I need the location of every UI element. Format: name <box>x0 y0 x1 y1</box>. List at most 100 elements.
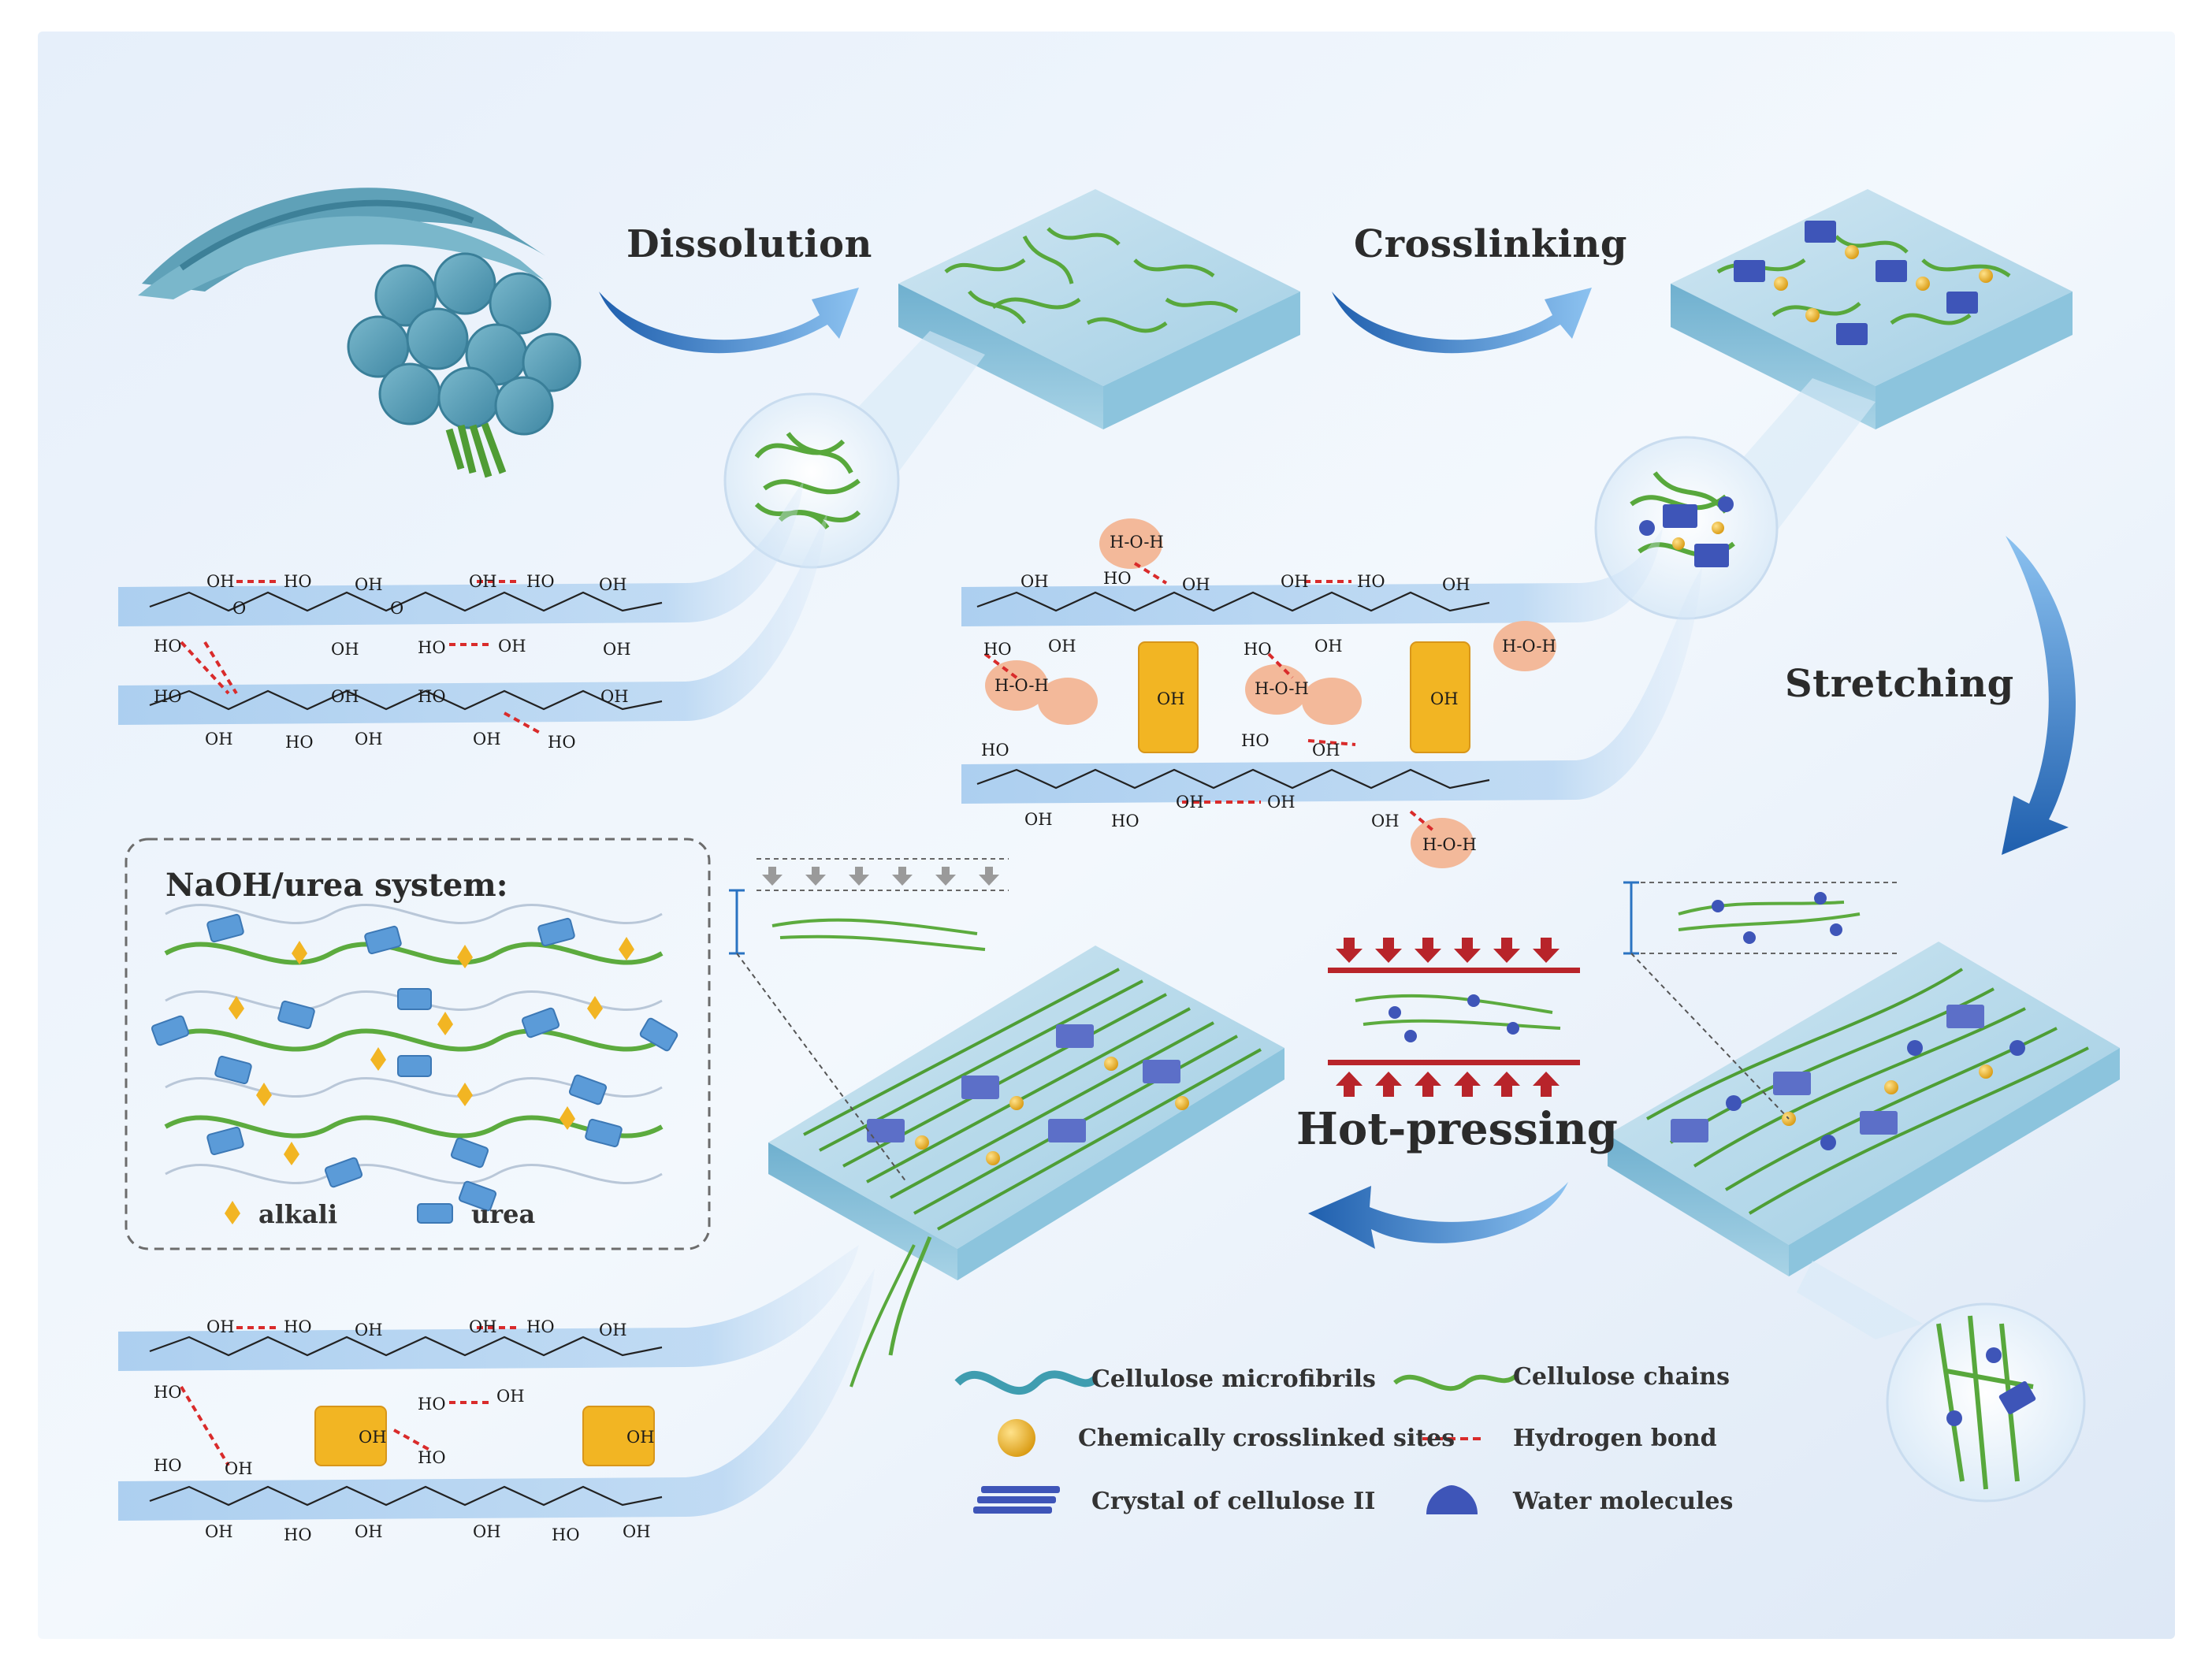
crosslinker-box <box>1138 641 1199 753</box>
hot-pressing-arrow <box>1308 1182 1568 1249</box>
water-label: H-O-H <box>1110 533 1164 552</box>
oh-label: OH <box>469 1317 497 1336</box>
microfibrils-legend-label: Cellulose microfibrils <box>1091 1365 1376 1393</box>
oh-label: OH <box>205 1522 233 1541</box>
crosslinking-arrow <box>1332 288 1592 354</box>
oh-label: OH <box>331 687 359 706</box>
oh-label: OH <box>1312 741 1340 760</box>
oh-label: OH <box>1020 572 1049 591</box>
ribbon-pair-dissolved <box>118 481 827 734</box>
hot-pressing-label: Hot-pressing <box>1296 1103 1618 1155</box>
crosslinker-box <box>582 1406 655 1466</box>
ho-label: HO <box>285 733 314 752</box>
oh-label: OH <box>469 572 497 591</box>
hot-press-plates <box>1328 938 1580 1097</box>
inset-title: NaOH/urea system: <box>165 867 508 904</box>
dissolution-label: Dissolution <box>626 222 872 266</box>
ho-label: HO <box>418 638 446 657</box>
crosslinker-box <box>314 1406 387 1466</box>
ho-label: HO <box>552 1525 580 1544</box>
oh-label: OH <box>355 730 383 749</box>
ho-label: HO <box>1111 812 1139 830</box>
crystal-legend-icon <box>973 1486 1060 1514</box>
crystal-legend-label: Crystal of cellulose II <box>1091 1488 1376 1515</box>
zoom-circle-stretched <box>1886 1302 2086 1503</box>
oh-label: OH <box>205 730 233 749</box>
ho-label: HO <box>983 640 1012 659</box>
oh-label: OH <box>1182 575 1210 594</box>
ho-label: HO <box>981 741 1009 760</box>
oh-label: OH <box>1371 812 1400 830</box>
hydrogen-bond-legend-label: Hydrogen bond <box>1513 1425 1717 1452</box>
dissolution-arrow <box>599 288 859 354</box>
crosslinker-oh-label: OH <box>359 1428 387 1447</box>
hydrogel-slab-dissolved <box>898 189 1300 429</box>
ho-label: HO <box>526 1317 555 1336</box>
chains-legend-label: Cellulose chains <box>1513 1363 1731 1391</box>
oh-label: OH <box>206 1317 235 1336</box>
oh-label: OH <box>225 1459 253 1478</box>
cellulose-fiber-bundle <box>138 188 582 478</box>
oh-label: OH <box>1281 572 1309 591</box>
ho-label: HO <box>284 1317 312 1336</box>
water-legend-icon <box>1426 1485 1478 1514</box>
ho-label: HO <box>1357 572 1385 591</box>
compress-schematic <box>729 858 1009 1183</box>
stretching-arrow <box>2002 536 2076 855</box>
oh-label: OH <box>355 1522 383 1541</box>
crosslink-legend-icon <box>998 1419 1035 1457</box>
stretching-label: Stretching <box>1785 662 2014 706</box>
oh-label: OH <box>355 575 383 594</box>
urea-legend-label: urea <box>471 1199 536 1229</box>
ho-label: HO <box>154 687 182 706</box>
ho-label: HO <box>418 687 446 706</box>
stretched-slab <box>1608 942 2120 1339</box>
water-label: H-O-H <box>994 676 1049 695</box>
crosslinker-box <box>1410 641 1470 753</box>
crosslinker-oh-label: OH <box>1430 689 1459 708</box>
oh-label: OH <box>498 637 526 656</box>
o-label: O <box>232 599 247 618</box>
zoom-circle-dissolved <box>723 392 900 569</box>
oh-label: OH <box>599 1321 627 1339</box>
water-label: H-O-H <box>1502 637 1556 656</box>
hot-pressed-slab <box>768 946 1284 1388</box>
background-panel <box>38 32 2175 1639</box>
oh-label: OH <box>1267 793 1296 812</box>
o-label: O <box>390 599 404 618</box>
oh-label: OH <box>603 640 631 659</box>
crosslinking-label: Crosslinking <box>1354 222 1627 266</box>
microfibril-legend-icon <box>954 1370 1099 1395</box>
water-legend-label: Water molecules <box>1513 1488 1734 1515</box>
alkali-legend-label: alkali <box>258 1199 338 1229</box>
crosslinker-oh-label: OH <box>626 1428 655 1447</box>
ho-label: HO <box>284 572 312 591</box>
oh-label: OH <box>206 572 235 591</box>
ribbon-pair-hot-pressed <box>118 1245 875 1521</box>
oh-label: OH <box>473 730 501 749</box>
stretch-schematic <box>1623 881 1899 1120</box>
alkali-legend-icon <box>225 1201 240 1224</box>
water-label: H-O-H <box>1422 835 1477 854</box>
oh-label: OH <box>1314 637 1343 656</box>
oh-label: OH <box>599 575 627 594</box>
ho-label: HO <box>418 1448 446 1467</box>
ho-label: HO <box>154 1456 182 1475</box>
ho-label: HO <box>284 1525 312 1544</box>
oh-label: OH <box>600 687 629 706</box>
ho-label: HO <box>1241 731 1270 750</box>
ho-label: HO <box>1244 640 1272 659</box>
oh-label: OH <box>473 1522 501 1541</box>
ho-label: HO <box>154 1383 182 1402</box>
crosslinked-sites-legend-label: Chemically crosslinked sites <box>1078 1425 1455 1452</box>
oh-label: OH <box>331 640 359 659</box>
oh-label: OH <box>355 1321 383 1339</box>
oh-label: OH <box>496 1387 525 1406</box>
oh-label: OH <box>1048 637 1076 656</box>
crosslinker-oh-label: OH <box>1157 689 1185 708</box>
ho-label: HO <box>548 733 576 752</box>
oh-label: OH <box>1024 810 1053 829</box>
naoh-urea-inset <box>125 838 711 1250</box>
